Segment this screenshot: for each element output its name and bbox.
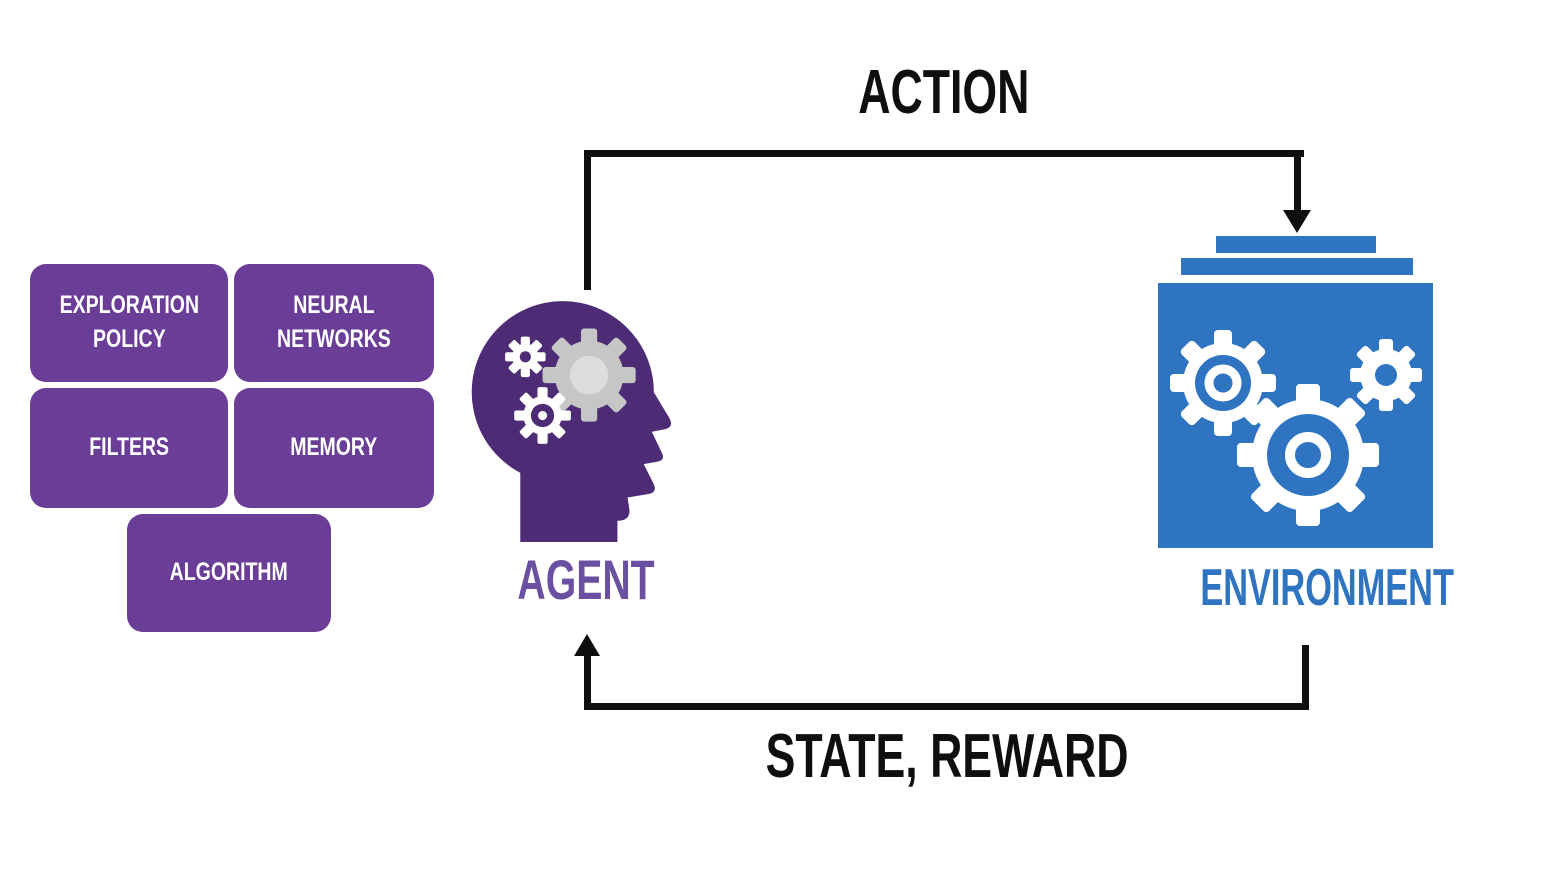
component-label: NEURAL NETWORKS [277, 291, 391, 353]
component-box-neural-networks: NEURAL NETWORKS [234, 264, 434, 382]
gear-icon [514, 387, 571, 444]
component-label: MEMORY [290, 433, 378, 462]
environment-node-label: ENVIRONMENT [1135, 562, 1460, 614]
component-label: FILTERS [89, 433, 169, 462]
agent-node-label: AGENT [478, 552, 694, 608]
state-reward-flow-label-text: STATE, REWARD [765, 722, 1129, 791]
environment-node-label-text: ENVIRONMENT [1200, 559, 1454, 617]
action-flow-label-text: ACTION [858, 58, 1030, 127]
component-box-algorithm: ALGORITHM [127, 514, 331, 632]
state-reward-flow-label: STATE, REWARD [584, 726, 1310, 788]
environment-middle-bar [1181, 258, 1413, 275]
state-reward-arrow-segment-horizontal [584, 703, 1309, 710]
agent-node-label-text: AGENT [517, 548, 655, 611]
component-label: ALGORITHM [169, 558, 289, 587]
environment-machine-with-gears-icon [1158, 283, 1433, 548]
component-label: EXPLORATION POLICY [59, 291, 199, 353]
action-flow-label: ACTION [584, 62, 1304, 124]
gear-icon [1237, 384, 1379, 526]
agent-head-with-gears-icon [471, 301, 672, 542]
head-silhouette [471, 301, 672, 542]
gear-icon [505, 336, 546, 378]
component-box-memory: MEMORY [234, 388, 434, 508]
action-arrow-segment-horizontal [584, 150, 1304, 157]
component-box-exploration-policy: EXPLORATION POLICY [30, 264, 228, 382]
gear-icon [542, 328, 636, 422]
environment-top-bar [1216, 236, 1376, 253]
component-box-filters: FILTERS [30, 388, 228, 508]
gear-icon [1350, 339, 1422, 411]
state-reward-arrow-segment-left-vertical [584, 656, 591, 710]
state-reward-arrow-segment-right-vertical [1302, 645, 1309, 710]
gear-icon [1170, 330, 1276, 436]
action-arrow-segment-left-vertical [584, 150, 591, 290]
state-reward-arrowhead-icon [574, 634, 600, 656]
action-arrow-segment-right-vertical [1294, 150, 1301, 212]
action-arrowhead-icon [1283, 210, 1311, 233]
